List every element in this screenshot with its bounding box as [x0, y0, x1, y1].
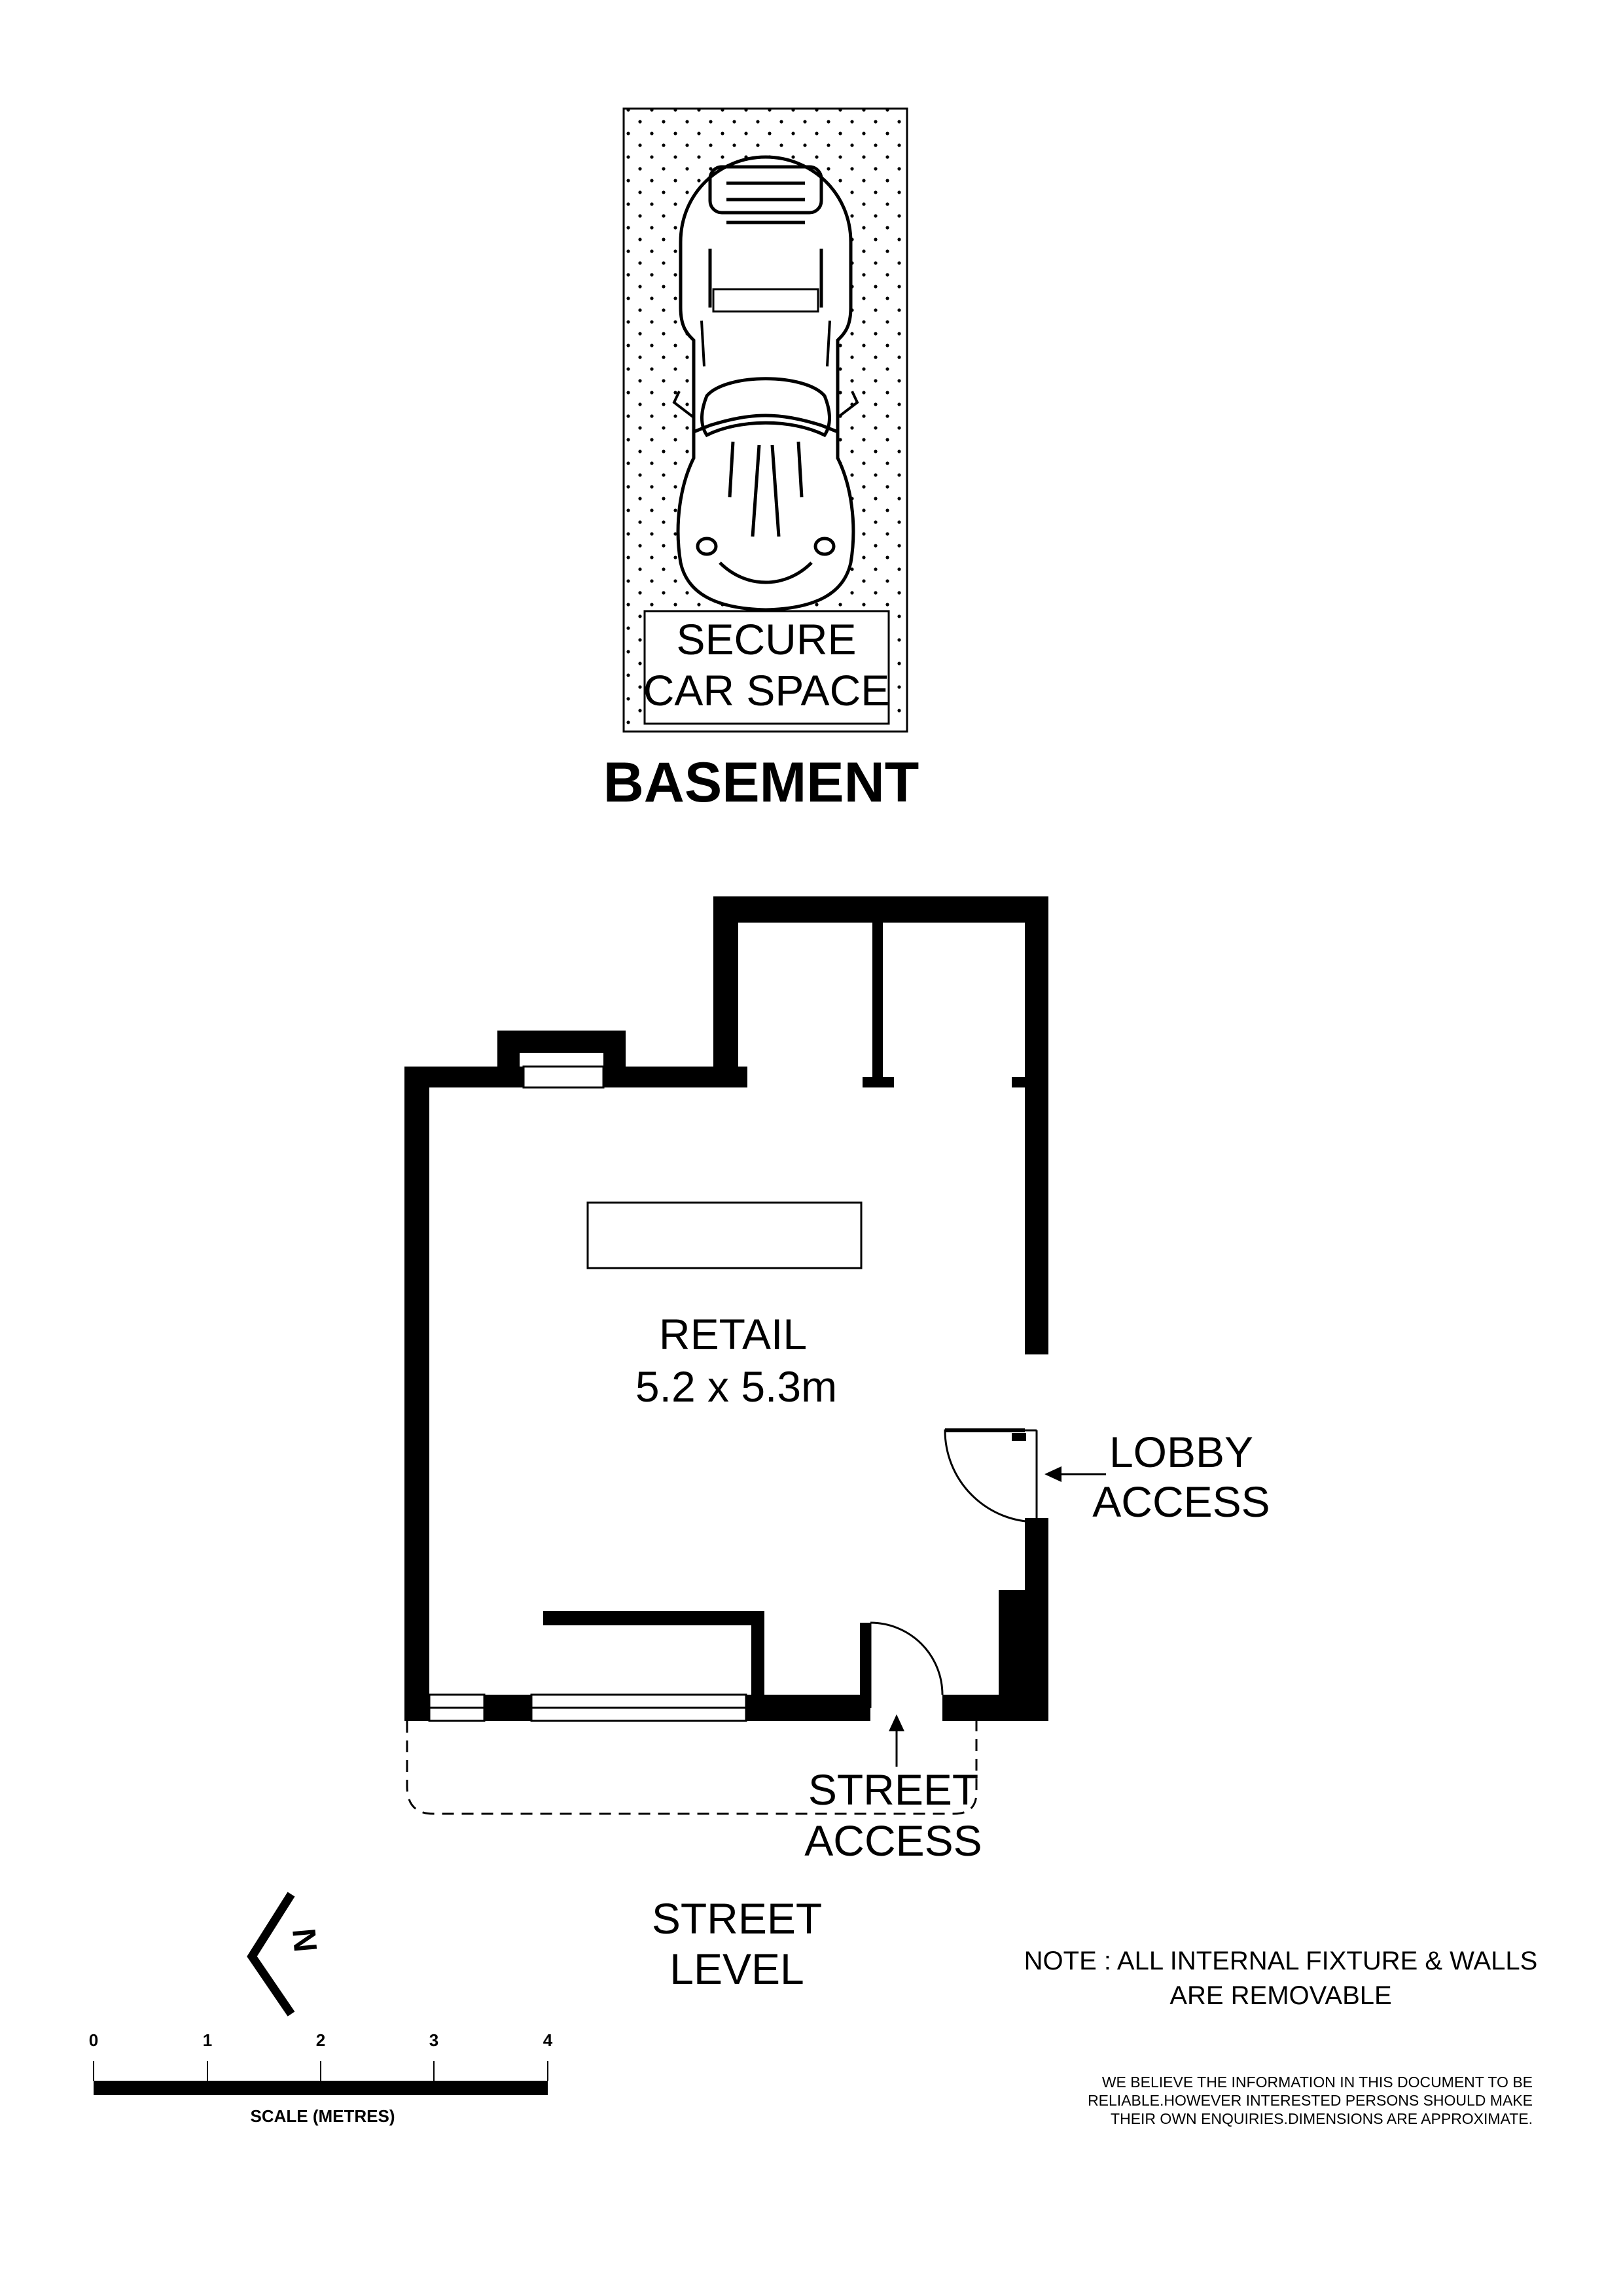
- scale-tick-0: 0: [89, 2030, 98, 2050]
- scale-label: SCALE (METRES): [251, 2106, 395, 2126]
- awning-outline: [406, 1721, 978, 1815]
- disclaimer-line-2: RELIABLE.HOWEVER INTERESTED PERSONS SHOU…: [1088, 2092, 1533, 2109]
- retail-name: RETAIL: [659, 1310, 807, 1358]
- car-space-label-line-1: SECURE: [676, 615, 856, 663]
- scale-tick-4: 4: [543, 2030, 553, 2050]
- disclaimer-line-1: WE BELIEVE THE INFORMATION IN THIS DOCUM…: [1102, 2074, 1533, 2091]
- car-icon: [672, 155, 859, 612]
- note-line-2: ARE REMOVABLE: [1169, 1981, 1391, 2010]
- car-space-label-box: [643, 610, 890, 725]
- note-line-1: NOTE : ALL INTERNAL FIXTURE & WALLS: [1024, 1947, 1538, 1975]
- car-space-label-line-2: CAR SPACE: [643, 666, 890, 715]
- north-symbol: N: [285, 1927, 324, 1954]
- street-access-label-2: ACCESS: [804, 1816, 982, 1865]
- scale-bar: 0 1 2 3 4 SCALE (METRES): [89, 2030, 553, 2126]
- lobby-access-label-2: ACCESS: [1092, 1477, 1270, 1526]
- basement-section: SECURE CAR SPACE BASEMENT: [603, 107, 919, 814]
- windows: [428, 1065, 747, 1722]
- scale-tick-3: 3: [429, 2030, 438, 2050]
- retail-dimensions: 5.2 x 5.3m: [635, 1362, 837, 1411]
- disclaimer-line-3: THEIR OWN ENQUIRIES.DIMENSIONS ARE APPRO…: [1111, 2110, 1533, 2127]
- street-level-section: RETAIL 5.2 x 5.3m LOBBY ACCESS STREET AC…: [404, 896, 1270, 1993]
- counter: [586, 1201, 863, 1269]
- street-access-arrow-icon: [889, 1714, 904, 1767]
- walls: [404, 896, 1048, 1721]
- street-access-label-1: STREET: [808, 1765, 978, 1814]
- basement-title: BASEMENT: [603, 751, 919, 814]
- street-level-label-1: STREET: [652, 1894, 822, 1943]
- lobby-access-label-1: LOBBY: [1109, 1428, 1253, 1476]
- north-arrow-icon: N: [247, 1892, 324, 2017]
- lobby-access-arrow-icon: [1044, 1466, 1106, 1482]
- lobby-door: [944, 1428, 1038, 1523]
- scale-tick-2: 2: [316, 2030, 325, 2050]
- notes: NOTE : ALL INTERNAL FIXTURE & WALLS ARE …: [1024, 1947, 1538, 2127]
- street-level-label-2: LEVEL: [669, 1945, 804, 1993]
- scale-tick-1: 1: [203, 2030, 212, 2050]
- street-door: [869, 1621, 944, 1708]
